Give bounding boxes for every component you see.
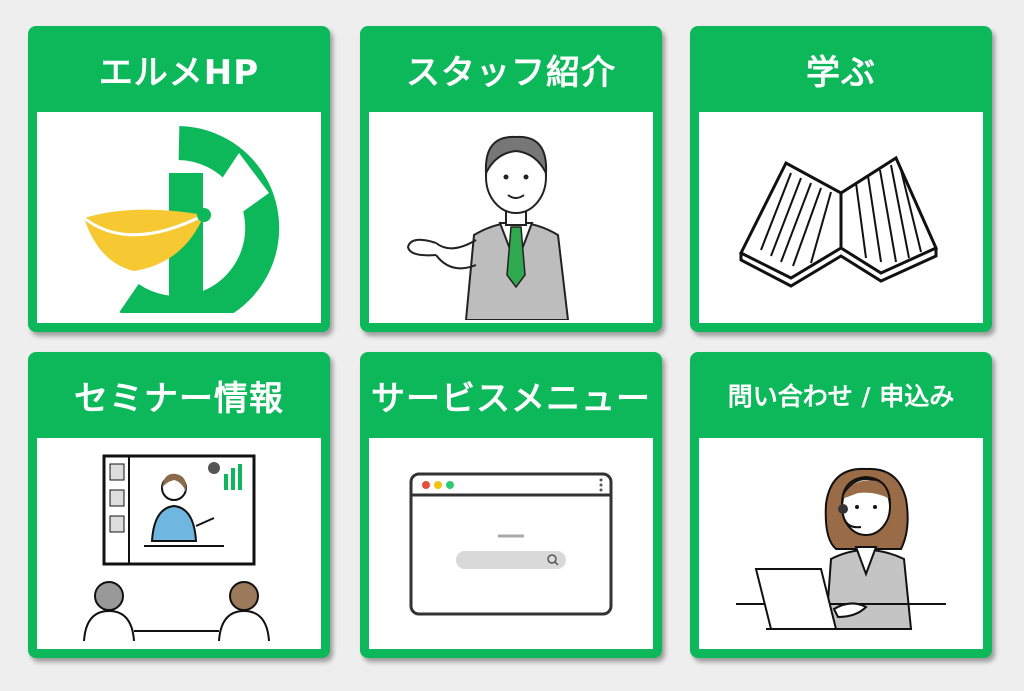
card-image-panel <box>369 438 653 649</box>
seminar-info-card[interactable]: セミナー情報 <box>28 352 330 658</box>
video-seminar-icon <box>83 454 270 641</box>
card-title: セミナー情報 <box>74 378 284 419</box>
card-title: エルメHP <box>98 52 260 93</box>
elme-logo-icon <box>83 125 280 313</box>
card-image-panel <box>699 112 983 323</box>
card-title: 問い合わせ / 申込み <box>727 382 955 411</box>
service-menu-card[interactable]: サービスメニュー <box>360 352 662 658</box>
staff-intro-card[interactable]: スタッフ紹介 <box>360 26 662 332</box>
card-image-panel <box>369 112 653 323</box>
card-title: 学ぶ <box>806 52 876 93</box>
open-book-icon <box>738 155 938 288</box>
elme-hp-card[interactable]: エルメHP <box>28 26 330 332</box>
contact-apply-card[interactable]: 問い合わせ / 申込み <box>690 352 992 658</box>
card-image-panel <box>37 438 321 649</box>
card-title: サービスメニュー <box>371 378 651 419</box>
card-title: スタッフ紹介 <box>406 52 616 93</box>
card-image-panel <box>37 112 321 323</box>
learn-card[interactable]: 学ぶ <box>690 26 992 332</box>
staff-man-icon <box>406 135 570 320</box>
card-image-panel <box>699 438 983 649</box>
operator-woman-icon <box>736 467 946 630</box>
browser-window-icon <box>409 472 613 615</box>
